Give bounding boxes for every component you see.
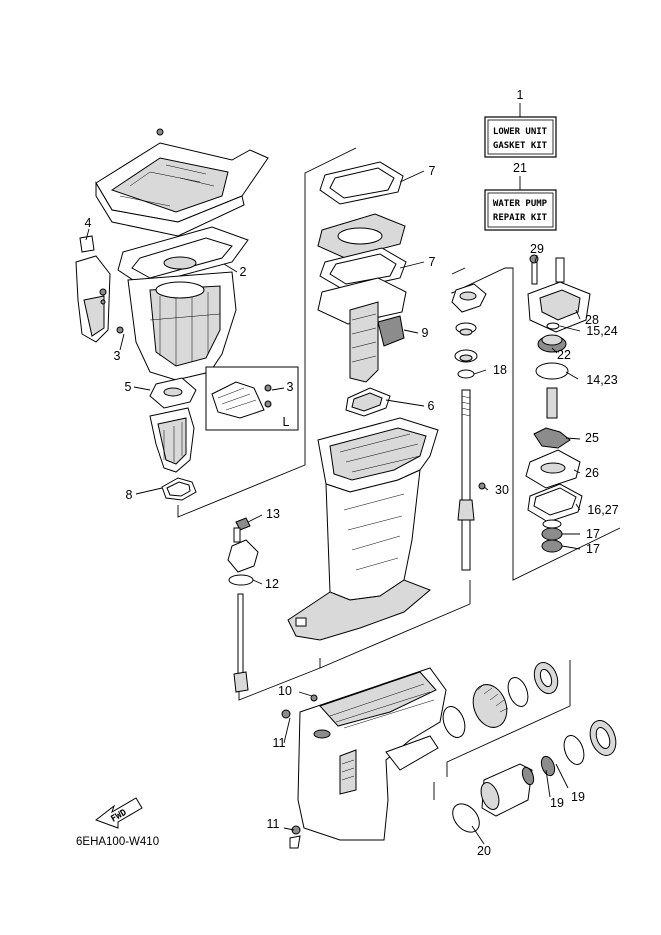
kit-box-lower-unit-gasket: 1 LOWER UNIT GASKET KIT xyxy=(484,88,557,158)
callout-8: 8 xyxy=(126,488,133,502)
kit-line-2: GASKET KIT xyxy=(493,141,548,151)
callout-3-inset: 3 xyxy=(287,380,294,394)
kit-line-2: REPAIR KIT xyxy=(493,213,548,223)
callout-22: 22 xyxy=(557,348,571,362)
upper-casing-body xyxy=(127,271,237,381)
callout-17-lower: 17 xyxy=(586,542,600,556)
fwd-arrow-icon: FWD xyxy=(94,797,143,829)
callout-19-right: 19 xyxy=(571,790,585,804)
callout-28: 28 xyxy=(585,313,599,327)
callout-26: 26 xyxy=(585,466,599,480)
upper-casing-top xyxy=(95,128,269,237)
assembly-frame-lines xyxy=(177,147,621,800)
callout-12: 12 xyxy=(265,577,279,591)
callout-2: 2 xyxy=(240,265,247,279)
kit-line-1: LOWER UNIT xyxy=(493,127,548,137)
kit-number: 1 xyxy=(517,88,524,102)
kit-box-water-pump-repair: 21 WATER PUMP REPAIR KIT xyxy=(484,161,557,231)
callout-7-upper: 7 xyxy=(429,164,436,178)
kit-line-1: WATER PUMP xyxy=(493,199,548,209)
inset-detail-box: L xyxy=(205,366,299,431)
callout-13: 13 xyxy=(266,507,280,521)
bracket-4 xyxy=(75,235,124,343)
callout-6: 6 xyxy=(428,399,435,413)
inset-label: L xyxy=(283,415,290,429)
callout-20: 20 xyxy=(477,844,491,858)
diagram-code: 6EHA100-W410 xyxy=(76,836,159,848)
gasket-7-upper xyxy=(319,161,404,205)
callout-14-23: 14,23 xyxy=(586,373,617,387)
callout-labels: 4 2 3 3 5 6 7 7 8 9 10 11 11 12 13 14,23… xyxy=(85,164,619,858)
callout-7-lower: 7 xyxy=(429,255,436,269)
gasket-2 xyxy=(117,226,249,287)
callout-25: 25 xyxy=(585,431,599,445)
callout-4: 4 xyxy=(85,216,92,230)
shift-rod-parts xyxy=(227,517,259,693)
callout-5: 5 xyxy=(125,380,132,394)
callout-19-left: 19 xyxy=(550,796,564,810)
callout-30: 30 xyxy=(495,483,509,497)
callout-16-27: 16,27 xyxy=(587,503,618,517)
callout-29: 29 xyxy=(530,242,544,256)
seal-6 xyxy=(345,387,391,417)
gasket-7-lower xyxy=(319,247,407,291)
callout-10: 10 xyxy=(278,684,292,698)
callout-3: 3 xyxy=(114,349,121,363)
leader-lines xyxy=(85,170,581,845)
prop-shaft-parts xyxy=(452,720,617,833)
callout-15-24: 15,24 xyxy=(586,324,617,338)
upper-case-housing xyxy=(287,417,439,641)
exhaust-manifold xyxy=(317,277,407,383)
kit-number: 21 xyxy=(513,161,527,175)
water-pump-parts xyxy=(525,254,591,553)
callout-11-upper: 11 xyxy=(273,736,286,750)
gear-set xyxy=(442,662,559,738)
callout-9: 9 xyxy=(422,326,429,340)
callout-17-upper: 17 xyxy=(586,527,600,541)
drive-shaft-parts xyxy=(451,283,487,571)
exhaust-guide-parts xyxy=(149,377,197,501)
callout-11-lower: 11 xyxy=(267,817,280,831)
callout-18: 18 xyxy=(493,363,507,377)
plate xyxy=(317,213,406,259)
lower-unit-housing xyxy=(281,667,447,849)
